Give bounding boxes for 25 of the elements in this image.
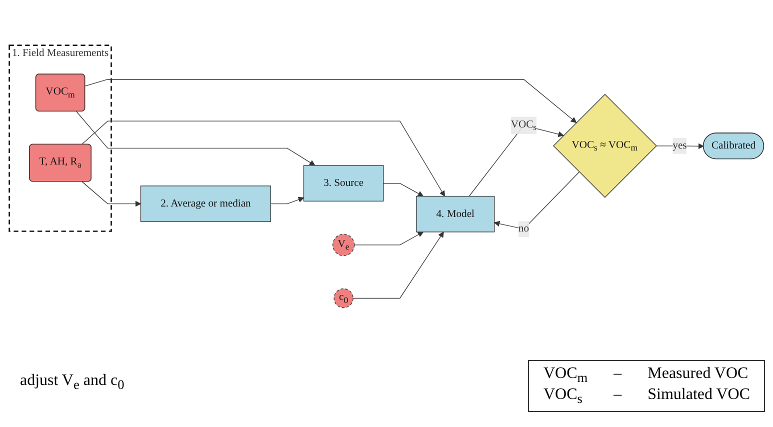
arrow [76,112,316,166]
node-box: 4. Model [416,196,495,233]
annotation-text: adjust V$_{e}$ and c$_{0}$ [20,372,124,394]
edge-label: VOC$_{s}$ [510,119,537,133]
key-text: Measured VOC [648,365,750,384]
arrow [84,80,577,124]
arrow [494,172,580,230]
node-box: 3. Source [303,166,384,202]
arrow [82,182,141,208]
node-box: 2. Average or median [140,186,272,222]
key-text: – [614,365,622,384]
key-text: Simulated VOC [648,386,750,406]
node-circle: c$_{0}$ [334,288,354,309]
key-text: – [614,386,622,406]
arrow [383,183,424,197]
node-diamond: VOC$_{s}$ ≈ VOC$_{m}$ [553,94,657,198]
arrow [81,121,445,197]
edge-label: yes [672,140,687,152]
key-text: VOC$_{m}$ [543,365,588,386]
arrow [270,197,304,205]
arrow [354,232,424,246]
node-circle: V$_{e}$ [332,234,355,256]
key-text: VOC$_{s}$ [543,386,584,408]
edge-label: no [518,224,530,235]
arrow [352,232,444,300]
